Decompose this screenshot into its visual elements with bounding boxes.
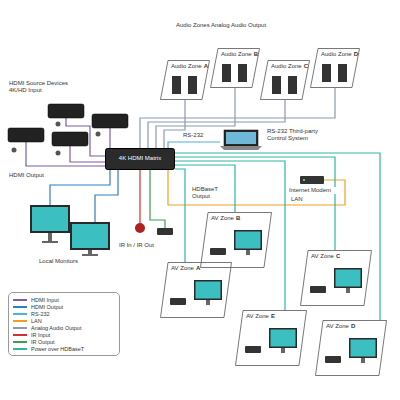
callout-label: HDBaseT Output (191, 186, 233, 200)
zone-letter: A (204, 63, 208, 70)
zone-name: Audio Zone (271, 63, 302, 70)
legend-row: Analog Audio Output (13, 324, 115, 331)
zone-area: AV ZoneA (160, 262, 232, 318)
legend-swatch (13, 341, 27, 343)
signal-cable (175, 165, 235, 212)
legend-row: HDMI Output (13, 303, 115, 310)
legend-text: HDMI Input (31, 297, 59, 303)
zone-letter: C (336, 253, 340, 260)
zone-area: AV ZoneD (315, 320, 387, 376)
matrix-switch: 4K HDMI Matrix (105, 148, 175, 170)
zone-name: AV Zone (246, 313, 269, 320)
zone-name: Audio Zone (171, 63, 202, 70)
legend-swatch (13, 327, 27, 329)
signal-cable (175, 157, 335, 250)
legend-row: HDMI Input (13, 296, 115, 303)
legend-swatch (13, 334, 27, 336)
zone-name: AV Zone (171, 265, 194, 272)
zone-area: AV ZoneC (300, 250, 372, 306)
legend-text: IR Input (31, 332, 50, 338)
legend-row: RS-232 (13, 310, 115, 317)
zone-name: AV Zone (211, 215, 234, 222)
legend-row: LAN (13, 317, 115, 324)
zone-area: AV ZoneE (235, 310, 307, 366)
legend-box: HDMI InputHDMI OutputRS-232LANAnalog Aud… (8, 292, 120, 356)
zone-name: AV Zone (326, 323, 349, 330)
legend-row: Power over HDBaseT (13, 345, 115, 352)
legend-text: Analog Audio Output (31, 325, 81, 331)
zone-letter: A (196, 265, 200, 272)
callout-label: Internet Modem (288, 187, 336, 194)
zone-letter: B (236, 215, 240, 222)
legend-row: IR Output (13, 338, 115, 345)
callout-label: HDMI Source Devices 4K/HD Input (8, 80, 80, 94)
zone-name: 4K HDMI Matrix (119, 155, 161, 162)
signal-cable (164, 100, 185, 148)
zone-letter: C (304, 63, 308, 70)
legend-text: IR Output (31, 339, 55, 345)
legend-swatch (13, 306, 27, 308)
zone-area: AV ZoneB (200, 212, 272, 268)
zone-area: Audio ZoneA (160, 60, 210, 100)
zone-letter: B (254, 51, 258, 58)
zone-name: Audio Zone (221, 51, 252, 58)
callout-label: HDMI Output (8, 172, 45, 179)
callout-label: RS-232 Third-party Control System (266, 128, 338, 142)
zone-area: Audio ZoneB (210, 48, 260, 88)
zone-name: Audio Zone (321, 51, 352, 58)
legend-swatch (13, 313, 27, 315)
zone-letter: D (351, 323, 355, 330)
callout-label: Local Monitors (38, 258, 79, 265)
legend-text: RS-232 (31, 311, 50, 317)
signal-cable (175, 153, 380, 320)
callout-label: LAN (290, 196, 304, 203)
zone-letter: E (271, 313, 275, 320)
callout-label: Audio Zones Analog Audio Output (175, 22, 277, 29)
zone-area: Audio ZoneD (310, 48, 360, 88)
legend-swatch (13, 348, 27, 350)
legend-row: IR Input (13, 331, 115, 338)
zone-area: Audio ZoneC (260, 60, 310, 100)
callout-label: IR In / IR Out (118, 242, 155, 249)
signal-cable (175, 161, 285, 310)
zone-name: AV Zone (311, 253, 334, 260)
legend-swatch (13, 320, 27, 322)
signal-cable (175, 169, 185, 262)
legend-text: LAN (31, 318, 42, 324)
legend-text: HDMI Output (31, 304, 63, 310)
legend-text: Power over HDBaseT (31, 346, 84, 352)
signal-cable (148, 100, 285, 148)
legend-swatch (13, 299, 27, 301)
zone-letter: D (354, 51, 358, 58)
callout-label: RS-232 (182, 132, 204, 139)
